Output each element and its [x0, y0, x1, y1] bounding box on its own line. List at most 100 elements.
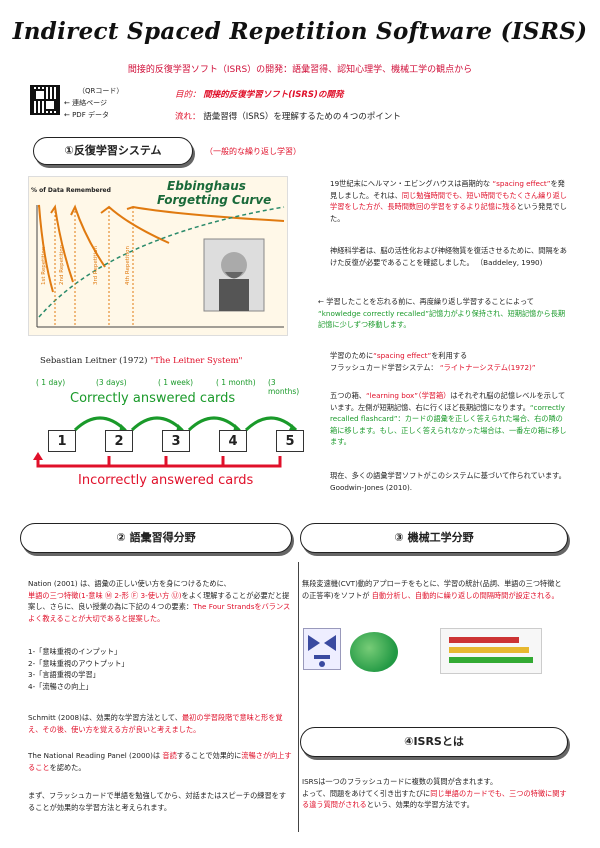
purpose-row: 目的： 間接的反復学習ソフト(ISRS)の開発 — [175, 88, 343, 100]
strand-item-4: 4-「流暢さの向上」 — [28, 681, 93, 691]
correct-label: Correctly answered cards — [70, 391, 236, 406]
nation-1: Nation (2001) は、語彙の正しい使い方を身につけるために、 — [28, 579, 231, 588]
learning-box-4: 4 — [219, 430, 247, 452]
qr-code-icon[interactable] — [30, 85, 60, 115]
learning-box-2: 2 — [105, 430, 133, 452]
flashcard-paragraph: まず、フラッシュカードで単語を勉強してから、対話またはスピーチの練習をすることが… — [28, 791, 287, 812]
p5-a: 五つの箱、 — [330, 391, 366, 400]
leitner-boxes: 1 2 3 4 5 — [48, 430, 308, 454]
rep1-label: 1st Repetition — [41, 246, 47, 285]
cvt-diagram-icon — [303, 628, 341, 670]
p1-intro: 19世紀末にヘルマン・エビングハウスは画期的な — [330, 179, 491, 188]
recall-paragraph: ← 学習したことを忘れる前に、再度繰り返し学習することによって “knowled… — [318, 296, 570, 331]
leitner-title: Sebastian Leitner (1972) "The Leitner Sy… — [40, 356, 242, 366]
forgetting-curve-graphic — [36, 204, 285, 328]
learning-box-paragraph: 五つの箱、“learning box”（学習箱）はそれぞれ脳の記憶レベルを示して… — [330, 390, 570, 448]
strand-item-3: 3-「言語重視の学習」 — [28, 670, 100, 679]
nrp-1: The National Reading Panel (2000)は — [28, 751, 163, 760]
learning-box-5: 5 — [276, 430, 304, 452]
p2-cite: （Baddeley, 1990) — [475, 257, 543, 267]
purpose-text: 間接的反復学習ソフト(ISRS)の開発 — [203, 90, 344, 100]
p4-a: 学習のために — [330, 351, 374, 360]
interval-5: (3 months) — [268, 378, 300, 396]
reading-panel-paragraph: The National Reading Panel (2000)は 音読するこ… — [28, 750, 292, 773]
p1-mid: を発見しました。それは、 — [330, 179, 565, 200]
isrs-3: 同じ単語のカードでも、三つの特徴に関する違う質問がされる — [302, 788, 567, 810]
p4-d: フラッシュカード学習システム： — [330, 362, 438, 372]
nrp-5: を認めた。 — [49, 762, 86, 772]
interval-2: (3 days) — [96, 378, 127, 387]
p5-c: はそれぞれ脳の記憶レベルを示しています。左側が短期記憶、右に行くほど長期記憶にな… — [330, 391, 566, 412]
nation-strands: The Four Strandsをバランスよく教えることが大切であると提案した。 — [28, 602, 291, 623]
flow-text: 語彙習得（ISRS）を理解するための４つのポイント — [203, 112, 401, 122]
schmitt-1: Schmitt (2008)は、効果的な学習方法として、 — [28, 713, 182, 722]
isrs-paragraph: ISRSは一つのフラッシュカードに複数の質問が含まれます。 よって、問題をあけて… — [302, 776, 572, 811]
leitner-paragraph: 学習のために“spacing effect”を利用する フラッシュカード学習シス… — [330, 350, 570, 373]
nrp-3: することで効果的に — [176, 751, 242, 760]
flow-label: 流れ： — [175, 112, 201, 122]
nrp-2: 音読 — [162, 751, 177, 760]
nation-paragraph: Nation (2001) は、語彙の正しい使い方を身につけるために、 単語の三… — [28, 578, 292, 624]
learning-box-1: 1 — [48, 430, 76, 452]
cvt-2: 自動分析し、自動的に繰り返しの間隔時間が設定される。 — [371, 590, 559, 600]
p1-end: という発見でした。 — [330, 202, 567, 223]
strands-list: 1-「意味重視のインプット」 2-「意味重視のアウトプット」 3-「言語重視の学… — [28, 646, 292, 692]
p2-text: 神経科学者は、脳の活性化および神経物質を復活させるために、間隔をあけた反復が必要… — [330, 246, 567, 267]
section4-heading: ④ISRSとは — [300, 727, 568, 757]
section1-heading: ①反復学習システム — [33, 137, 193, 165]
p4-spacing: “spacing effect” — [373, 351, 432, 360]
leitner-system-name: "The Leitner System" — [150, 356, 243, 366]
cvt-paragraph: 無段変速機(CVT)動的アプローチをもとに、学習の統計(品詞、単語の三つ特徴との… — [302, 578, 568, 601]
nrp-4: 流暢さが向上すること — [28, 751, 292, 772]
purpose-label: 目的： — [175, 90, 201, 100]
qr-label: （QRコード） — [78, 87, 124, 95]
section2-heading: ② 語彙習得分野 — [20, 523, 292, 553]
interval-1: ( 1 day) — [36, 378, 66, 387]
column-divider — [298, 562, 299, 832]
isrs-2: よって、問題をあけてく引き出すたびに — [302, 788, 431, 798]
interval-4: ( 1 month) — [216, 378, 256, 387]
p5-d: “correctly recalled flashcard”：カードの語彙を正し… — [330, 402, 567, 447]
p3-text: ← 学習したことを忘れる前に、再度繰り返し学習することによって — [318, 297, 534, 306]
interval-chart-image — [440, 628, 542, 674]
rep3-label: 3rd Repetition — [93, 246, 99, 285]
interval-3: ( 1 week) — [158, 378, 194, 387]
learning-analysis-icon — [350, 632, 398, 672]
pdf-data-link[interactable]: ← PDF データ — [64, 111, 109, 119]
ebbinghaus-paragraph: 19世紀末にヘルマン・エビングハウスは画期的な “spacing effect”… — [330, 178, 570, 224]
p1-spacing-effect: “spacing effect” — [492, 179, 551, 188]
nation-3: をよく理解することが必要だと提案し、さらに、良い授業の為に下記の４つの要素： — [28, 590, 290, 612]
flow-row: 流れ： 語彙習得（ISRS）を理解するための４つのポイント — [175, 110, 401, 122]
neuroscience-paragraph: 神経科学者は、脳の活性化および神経物質を復活させるために、間隔をあけた反復が必要… — [330, 245, 570, 268]
p6-cite: Goodwin-Jones (2010). — [330, 482, 413, 492]
section3-heading: ③ 機械工学分野 — [300, 523, 568, 553]
p3-green: “knowledge correctly recalled”記憶力がより保持され… — [318, 308, 566, 330]
section1-note: （一般的な繰り返し学習） — [205, 147, 301, 156]
leitner-author: Sebastian Leitner (1972) — [40, 356, 148, 366]
cvt-1: 無段変速機(CVT)動的アプローチをもとに、学習の統計(品詞、単語の三つ特徴との… — [302, 579, 562, 600]
chart-title-line2: Forgetting Curve — [157, 193, 272, 207]
page-subtitle: 間接的反復学習ソフト（ISRS）の開発：語彙習得、認知心理学、機械工学の観点から — [127, 65, 473, 75]
isrs-4: という、効果的な学習方法です。 — [366, 800, 474, 809]
isrs-1: ISRSは一つのフラッシュカードに複数の質問が含まれます。 — [302, 777, 498, 786]
current-software-paragraph: 現在、多くの語彙学習ソフトがこのシステムに基づいて作られています。 Goodwi… — [330, 470, 570, 493]
contact-page-link[interactable]: ← 連絡ページ — [64, 99, 107, 107]
p6-text: 現在、多くの語彙学習ソフトがこのシステムに基づいて作られています。 — [330, 471, 566, 480]
rep2-label: 2nd Repetition — [59, 244, 65, 285]
p4-c: を利用する — [431, 351, 468, 360]
chart-title-line1: Ebbinghaus — [167, 179, 246, 193]
incorrect-label: Incorrectly answered cards — [78, 473, 254, 488]
strand-item-1: 1-「意味重視のインプット」 — [28, 647, 122, 656]
rep4-label: 4th Repetition — [125, 246, 131, 285]
p5-box: “learning box”（学習箱） — [365, 391, 451, 400]
p4-leitner: “ライトナーシステム(1972)” — [439, 362, 536, 372]
strand-item-2: 2-「意味重視のアウトプット」 — [28, 658, 129, 668]
ebbinghaus-chart: % of Data Remembered Ebbinghaus Forgetti… — [28, 176, 288, 336]
learning-box-3: 3 — [162, 430, 190, 452]
p1-finding: 同じ勉強時間でも、短い時間でもたくさん繰り返し学習をした方が、長時間数回の学習を… — [330, 190, 567, 212]
schmitt-2: 最初の学習段階で意味と形を覚え、その後、使い方を覚える方が良いと考えました。 — [28, 713, 283, 734]
page-title: Indirect Spaced Repetition Software (ISR… — [12, 18, 588, 45]
chart-ylabel: % of Data Remembered — [31, 187, 111, 194]
schmitt-paragraph: Schmitt (2008)は、効果的な学習方法として、最初の学習段階で意味と形… — [28, 712, 292, 735]
nation-features: 単語の三つ特徴(1-意味 Ⓜ 2-形 Ⓕ 3-使い方 Ⓤ) — [28, 590, 182, 600]
